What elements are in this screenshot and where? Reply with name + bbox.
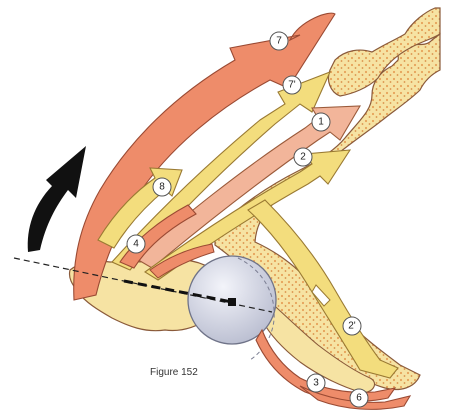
label-1: 1	[312, 113, 330, 131]
label-2-prime: 2'	[343, 317, 361, 335]
figure-caption: Figure 152	[150, 367, 198, 378]
svg-text:1: 1	[318, 117, 324, 128]
label-7-prime: 7'	[283, 76, 301, 94]
label-3: 3	[307, 374, 325, 392]
axis-end-marker	[228, 298, 236, 306]
label-7: 7	[270, 32, 288, 50]
svg-text:4: 4	[133, 239, 139, 250]
svg-text:2: 2	[300, 152, 306, 163]
label-8: 8	[153, 178, 171, 196]
svg-text:8: 8	[159, 182, 165, 193]
svg-text:2': 2'	[348, 321, 356, 332]
svg-text:6: 6	[356, 393, 362, 404]
svg-text:3: 3	[313, 378, 319, 389]
svg-text:7': 7'	[288, 80, 296, 91]
label-4: 4	[127, 235, 145, 253]
svg-text:7: 7	[276, 36, 282, 47]
rotation-arrow-icon	[28, 146, 86, 252]
label-6: 6	[350, 389, 368, 407]
label-2: 2	[294, 148, 312, 166]
